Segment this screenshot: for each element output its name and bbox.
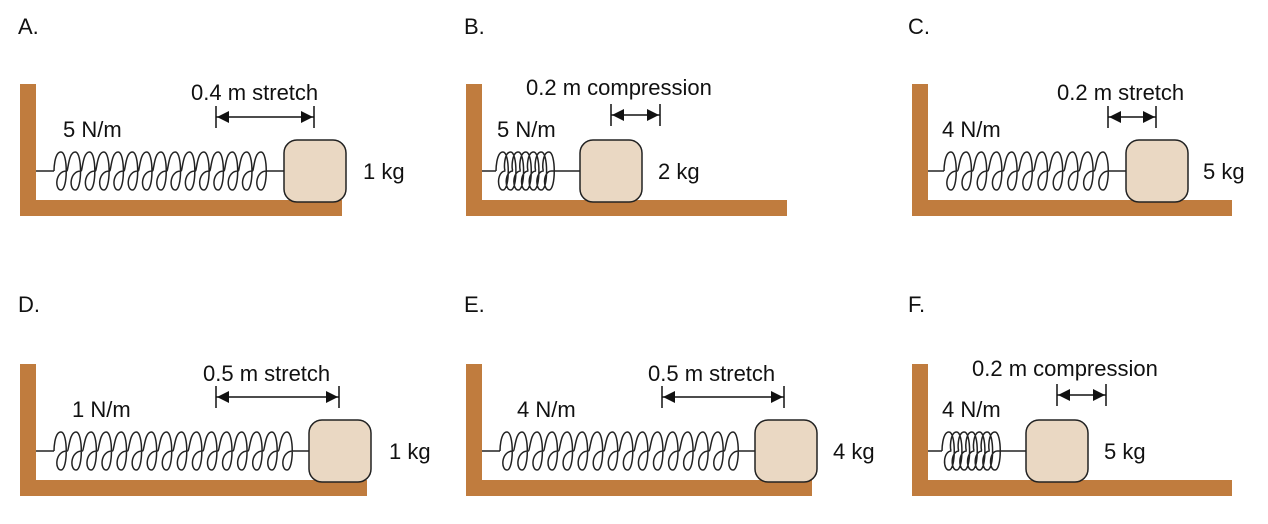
spring-constant-label: 4 N/m <box>517 397 576 422</box>
displacement-arrowhead-right <box>1143 111 1155 123</box>
displacement-label: 0.4 m stretch <box>191 80 318 105</box>
spring-constant-label: 5 N/m <box>497 117 556 142</box>
displacement-arrowhead-right <box>326 391 338 403</box>
spring-coil <box>943 151 1110 191</box>
displacement-label: 0.2 m compression <box>526 75 712 100</box>
wall-floor <box>466 84 787 216</box>
mass-label: 5 kg <box>1104 439 1146 464</box>
panel-e: E. 4 N/m 4 kg 0.5 m stretch <box>464 292 875 496</box>
spring-constant-label: 4 N/m <box>942 117 1001 142</box>
wall-floor <box>20 364 367 496</box>
displacement-label: 0.2 m stretch <box>1057 80 1184 105</box>
displacement-label: 0.5 m stretch <box>203 361 330 386</box>
mass-label: 1 kg <box>389 439 431 464</box>
wall-floor <box>20 84 342 216</box>
displacement-arrowhead-left <box>663 391 675 403</box>
wall-floor <box>466 364 812 496</box>
spring-constant-label: 5 N/m <box>63 117 122 142</box>
spring-coil <box>53 431 294 471</box>
panel-label: E. <box>464 292 485 317</box>
displacement-label: 0.5 m stretch <box>648 361 775 386</box>
panel-label: D. <box>18 292 40 317</box>
displacement-arrowhead-right <box>301 111 313 123</box>
displacement-label: 0.2 m compression <box>972 356 1158 381</box>
displacement-arrowhead-right <box>771 391 783 403</box>
mass-label: 2 kg <box>658 159 700 184</box>
mass-block <box>1125 139 1189 203</box>
panel-b: B. 5 N/m 2 kg 0.2 m compression <box>464 14 787 216</box>
panel-f: F. 4 N/m 5 kg 0.2 m compression <box>908 292 1232 496</box>
displacement-arrowhead-left <box>1058 389 1070 401</box>
displacement-arrowhead-left <box>217 391 229 403</box>
mass-block <box>754 419 818 483</box>
panel-label: B. <box>464 14 485 39</box>
mass-block <box>308 419 372 483</box>
panel-label: C. <box>908 14 930 39</box>
panel-label: F. <box>908 292 925 317</box>
spring-coil <box>941 431 1002 471</box>
displacement-arrowhead-right <box>647 109 659 121</box>
displacement-arrowhead-left <box>1109 111 1121 123</box>
displacement-arrowhead-right <box>1093 389 1105 401</box>
mass-label: 1 kg <box>363 159 405 184</box>
wall-floor <box>912 364 1232 496</box>
mass-block <box>1025 419 1089 483</box>
spring-coil <box>53 151 268 191</box>
mass-label: 4 kg <box>833 439 875 464</box>
spring-constant-label: 4 N/m <box>942 397 1001 422</box>
spring-constant-label: 1 N/m <box>72 397 131 422</box>
mass-block <box>579 139 643 203</box>
spring-coil <box>499 431 740 471</box>
wall-floor <box>912 84 1232 216</box>
displacement-arrowhead-left <box>612 109 624 121</box>
mass-label: 5 kg <box>1203 159 1245 184</box>
panel-a: A. 5 N/m 1 kg 0.4 m stretch <box>18 14 405 216</box>
panel-c: C. 4 N/m 5 kg 0.2 m stretch <box>908 14 1245 216</box>
panel-label: A. <box>18 14 39 39</box>
panel-d: D. 1 N/m 1 kg 0.5 m stretch <box>18 292 431 496</box>
displacement-arrowhead-left <box>217 111 229 123</box>
mass-block <box>283 139 347 203</box>
spring-coil <box>495 151 556 191</box>
